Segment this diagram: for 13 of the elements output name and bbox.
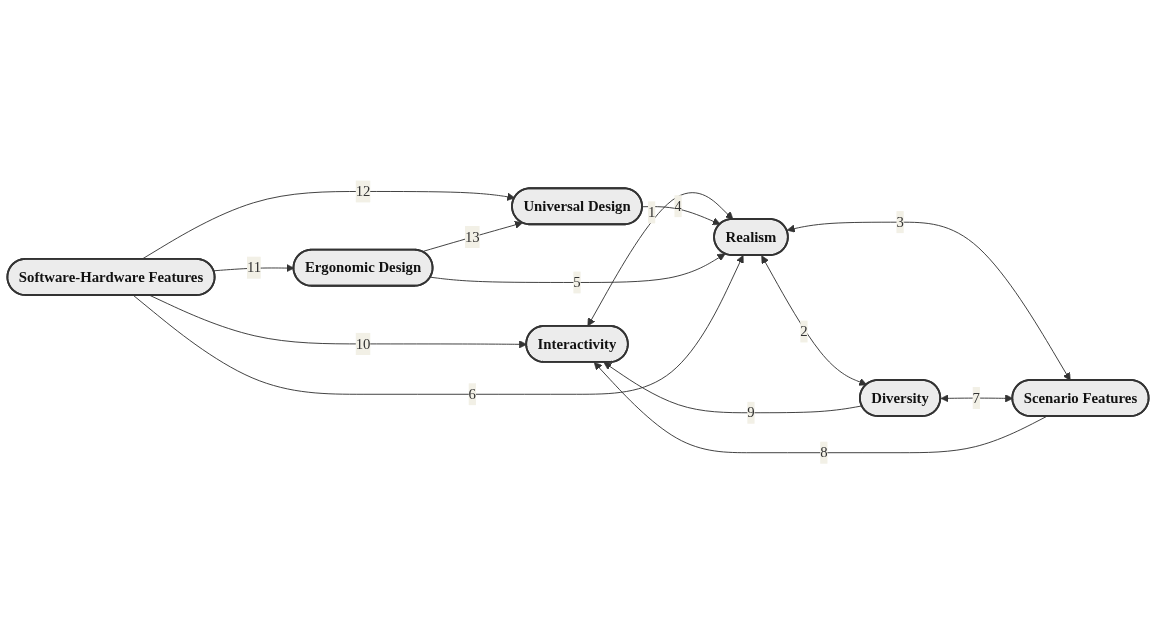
- edge-label: 11: [246, 259, 262, 275]
- edge-label: 2: [800, 323, 808, 339]
- edge-label: 12: [355, 183, 371, 199]
- edge-label: 7: [972, 389, 980, 406]
- edge-label: 3: [896, 213, 904, 230]
- edge-label: 6: [468, 385, 476, 402]
- edge-label: 5: [573, 274, 581, 290]
- edge-label: 13: [464, 228, 480, 245]
- edge-label: 9: [747, 404, 755, 421]
- edge-label: 4: [674, 197, 682, 214]
- edge-label: 10: [355, 335, 371, 352]
- edge-label: 1: [648, 204, 656, 220]
- edge-label: 8: [820, 444, 828, 461]
